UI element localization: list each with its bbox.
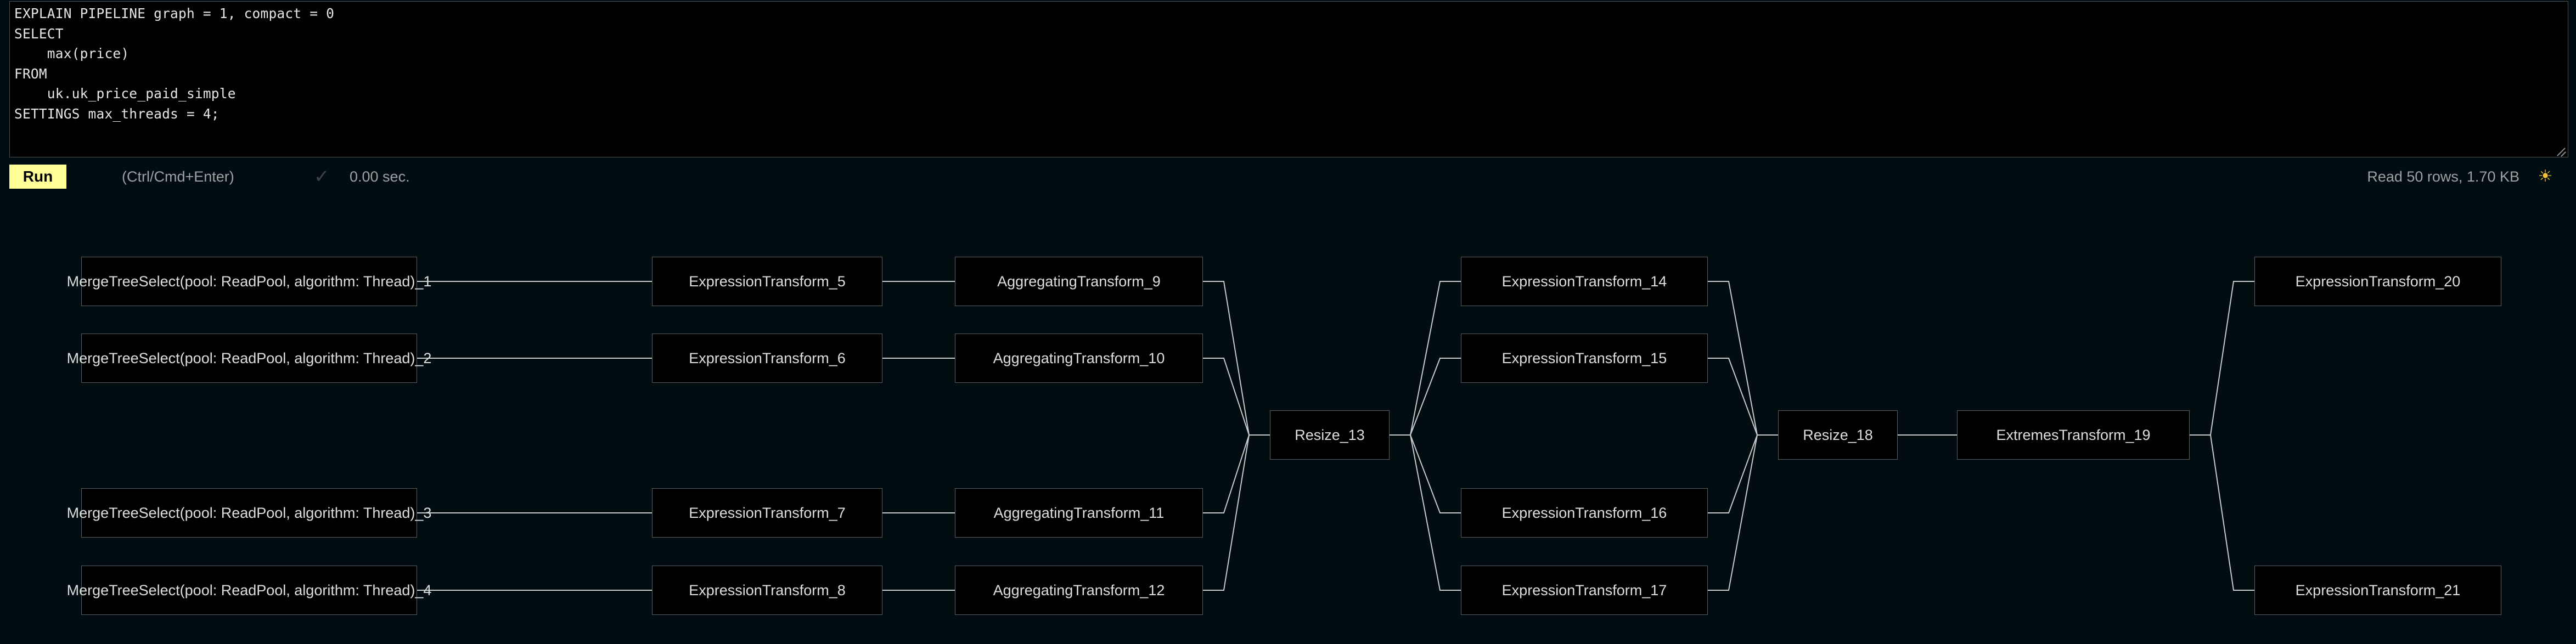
graph-node-n17[interactable]: ExpressionTransform_17 [1461,566,1708,615]
graph-edge-n13-n17 [1390,434,1461,591]
sql-editor[interactable] [9,1,2568,157]
query-toolbar: Run (Ctrl/Cmd+Enter) ✓ 0.00 sec. Read 50… [0,161,2576,193]
graph-node-label: ExpressionTransform_6 [689,349,846,366]
graph-node-n14[interactable]: ExpressionTransform_14 [1461,257,1708,306]
graph-node-n21[interactable]: ExpressionTransform_21 [2254,566,2501,615]
graph-node-label: ExpressionTransform_5 [689,273,846,290]
graph-edge-n19-n21 [2190,434,2254,591]
graph-node-label: ExpressionTransform_16 [1501,504,1667,521]
graph-node-n20[interactable]: ExpressionTransform_20 [2254,257,2501,306]
graph-node-n2[interactable]: MergeTreeSelect(pool: ReadPool, algorith… [67,334,431,383]
graph-node-n12[interactable]: AggregatingTransform_12 [955,566,1203,615]
graph-node-label: ExtremesTransform_19 [1996,426,2151,443]
graph-node-label: AggregatingTransform_10 [993,349,1165,366]
graph-node-n19[interactable]: ExtremesTransform_19 [1957,410,2190,460]
sun-icon[interactable]: ☀ [2538,167,2553,185]
graph-node-n6[interactable]: ExpressionTransform_6 [652,334,882,383]
shortcut-hint: (Ctrl/Cmd+Enter) [122,168,234,185]
graph-node-n18[interactable]: Resize_18 [1778,410,1898,460]
graph-node-n13[interactable]: Resize_13 [1270,410,1390,460]
graph-node-label: MergeTreeSelect(pool: ReadPool, algorith… [66,273,432,290]
graph-node-label: ExpressionTransform_21 [2295,581,2461,598]
graph-node-label: MergeTreeSelect(pool: ReadPool, algorith… [66,581,432,598]
graph-edge-n13-n15 [1390,358,1461,436]
graph-node-label: AggregatingTransform_12 [993,581,1165,598]
graph-edge-n10-n13 [1203,358,1270,436]
graph-edge-n16-n18 [1708,434,1778,513]
graph-node-label: Resize_18 [1803,426,1873,443]
graph-edge-n14-n18 [1708,281,1778,436]
graph-node-n1[interactable]: MergeTreeSelect(pool: ReadPool, algorith… [67,257,431,306]
graph-node-n15[interactable]: ExpressionTransform_15 [1461,334,1708,383]
graph-edge-n19-n20 [2190,281,2254,436]
graph-edge-n13-n14 [1390,281,1461,436]
graph-edge-n12-n13 [1203,434,1270,591]
graph-node-n5[interactable]: ExpressionTransform_5 [652,257,882,306]
graph-node-label: ExpressionTransform_17 [1501,581,1667,598]
graph-node-label: ExpressionTransform_20 [2295,273,2461,290]
graph-node-n9[interactable]: AggregatingTransform_9 [955,257,1203,306]
graph-node-label: AggregatingTransform_9 [997,273,1161,290]
graph-node-n8[interactable]: ExpressionTransform_8 [652,566,882,615]
graph-node-label: MergeTreeSelect(pool: ReadPool, algorith… [66,504,432,521]
graph-node-n10[interactable]: AggregatingTransform_10 [955,334,1203,383]
run-button[interactable]: Run [9,165,66,189]
graph-node-n11[interactable]: AggregatingTransform_11 [955,488,1203,538]
graph-node-label: AggregatingTransform_11 [993,504,1165,521]
check-icon: ✓ [314,166,330,187]
elapsed-time: 0.00 sec. [350,168,410,185]
pipeline-graph: MergeTreeSelect(pool: ReadPool, algorith… [0,211,2576,644]
graph-edge-n9-n13 [1203,281,1270,436]
graph-node-n7[interactable]: ExpressionTransform_7 [652,488,882,538]
graph-node-label: ExpressionTransform_7 [689,504,846,521]
graph-edge-n13-n16 [1390,434,1461,513]
graph-edge-n17-n18 [1708,434,1778,591]
graph-node-label: ExpressionTransform_8 [689,581,846,598]
graph-node-n4[interactable]: MergeTreeSelect(pool: ReadPool, algorith… [67,566,431,615]
graph-node-label: Resize_13 [1295,426,1365,443]
graph-node-n16[interactable]: ExpressionTransform_16 [1461,488,1708,538]
graph-node-label: ExpressionTransform_14 [1501,273,1667,290]
sql-editor-container [9,1,2568,157]
graph-node-n3[interactable]: MergeTreeSelect(pool: ReadPool, algorith… [67,488,431,538]
graph-edge-n11-n13 [1203,434,1270,513]
graph-node-label: MergeTreeSelect(pool: ReadPool, algorith… [66,349,432,366]
read-stats: Read 50 rows, 1.70 KB [2367,168,2519,185]
graph-node-label: ExpressionTransform_15 [1501,349,1667,366]
graph-edge-n15-n18 [1708,358,1778,436]
